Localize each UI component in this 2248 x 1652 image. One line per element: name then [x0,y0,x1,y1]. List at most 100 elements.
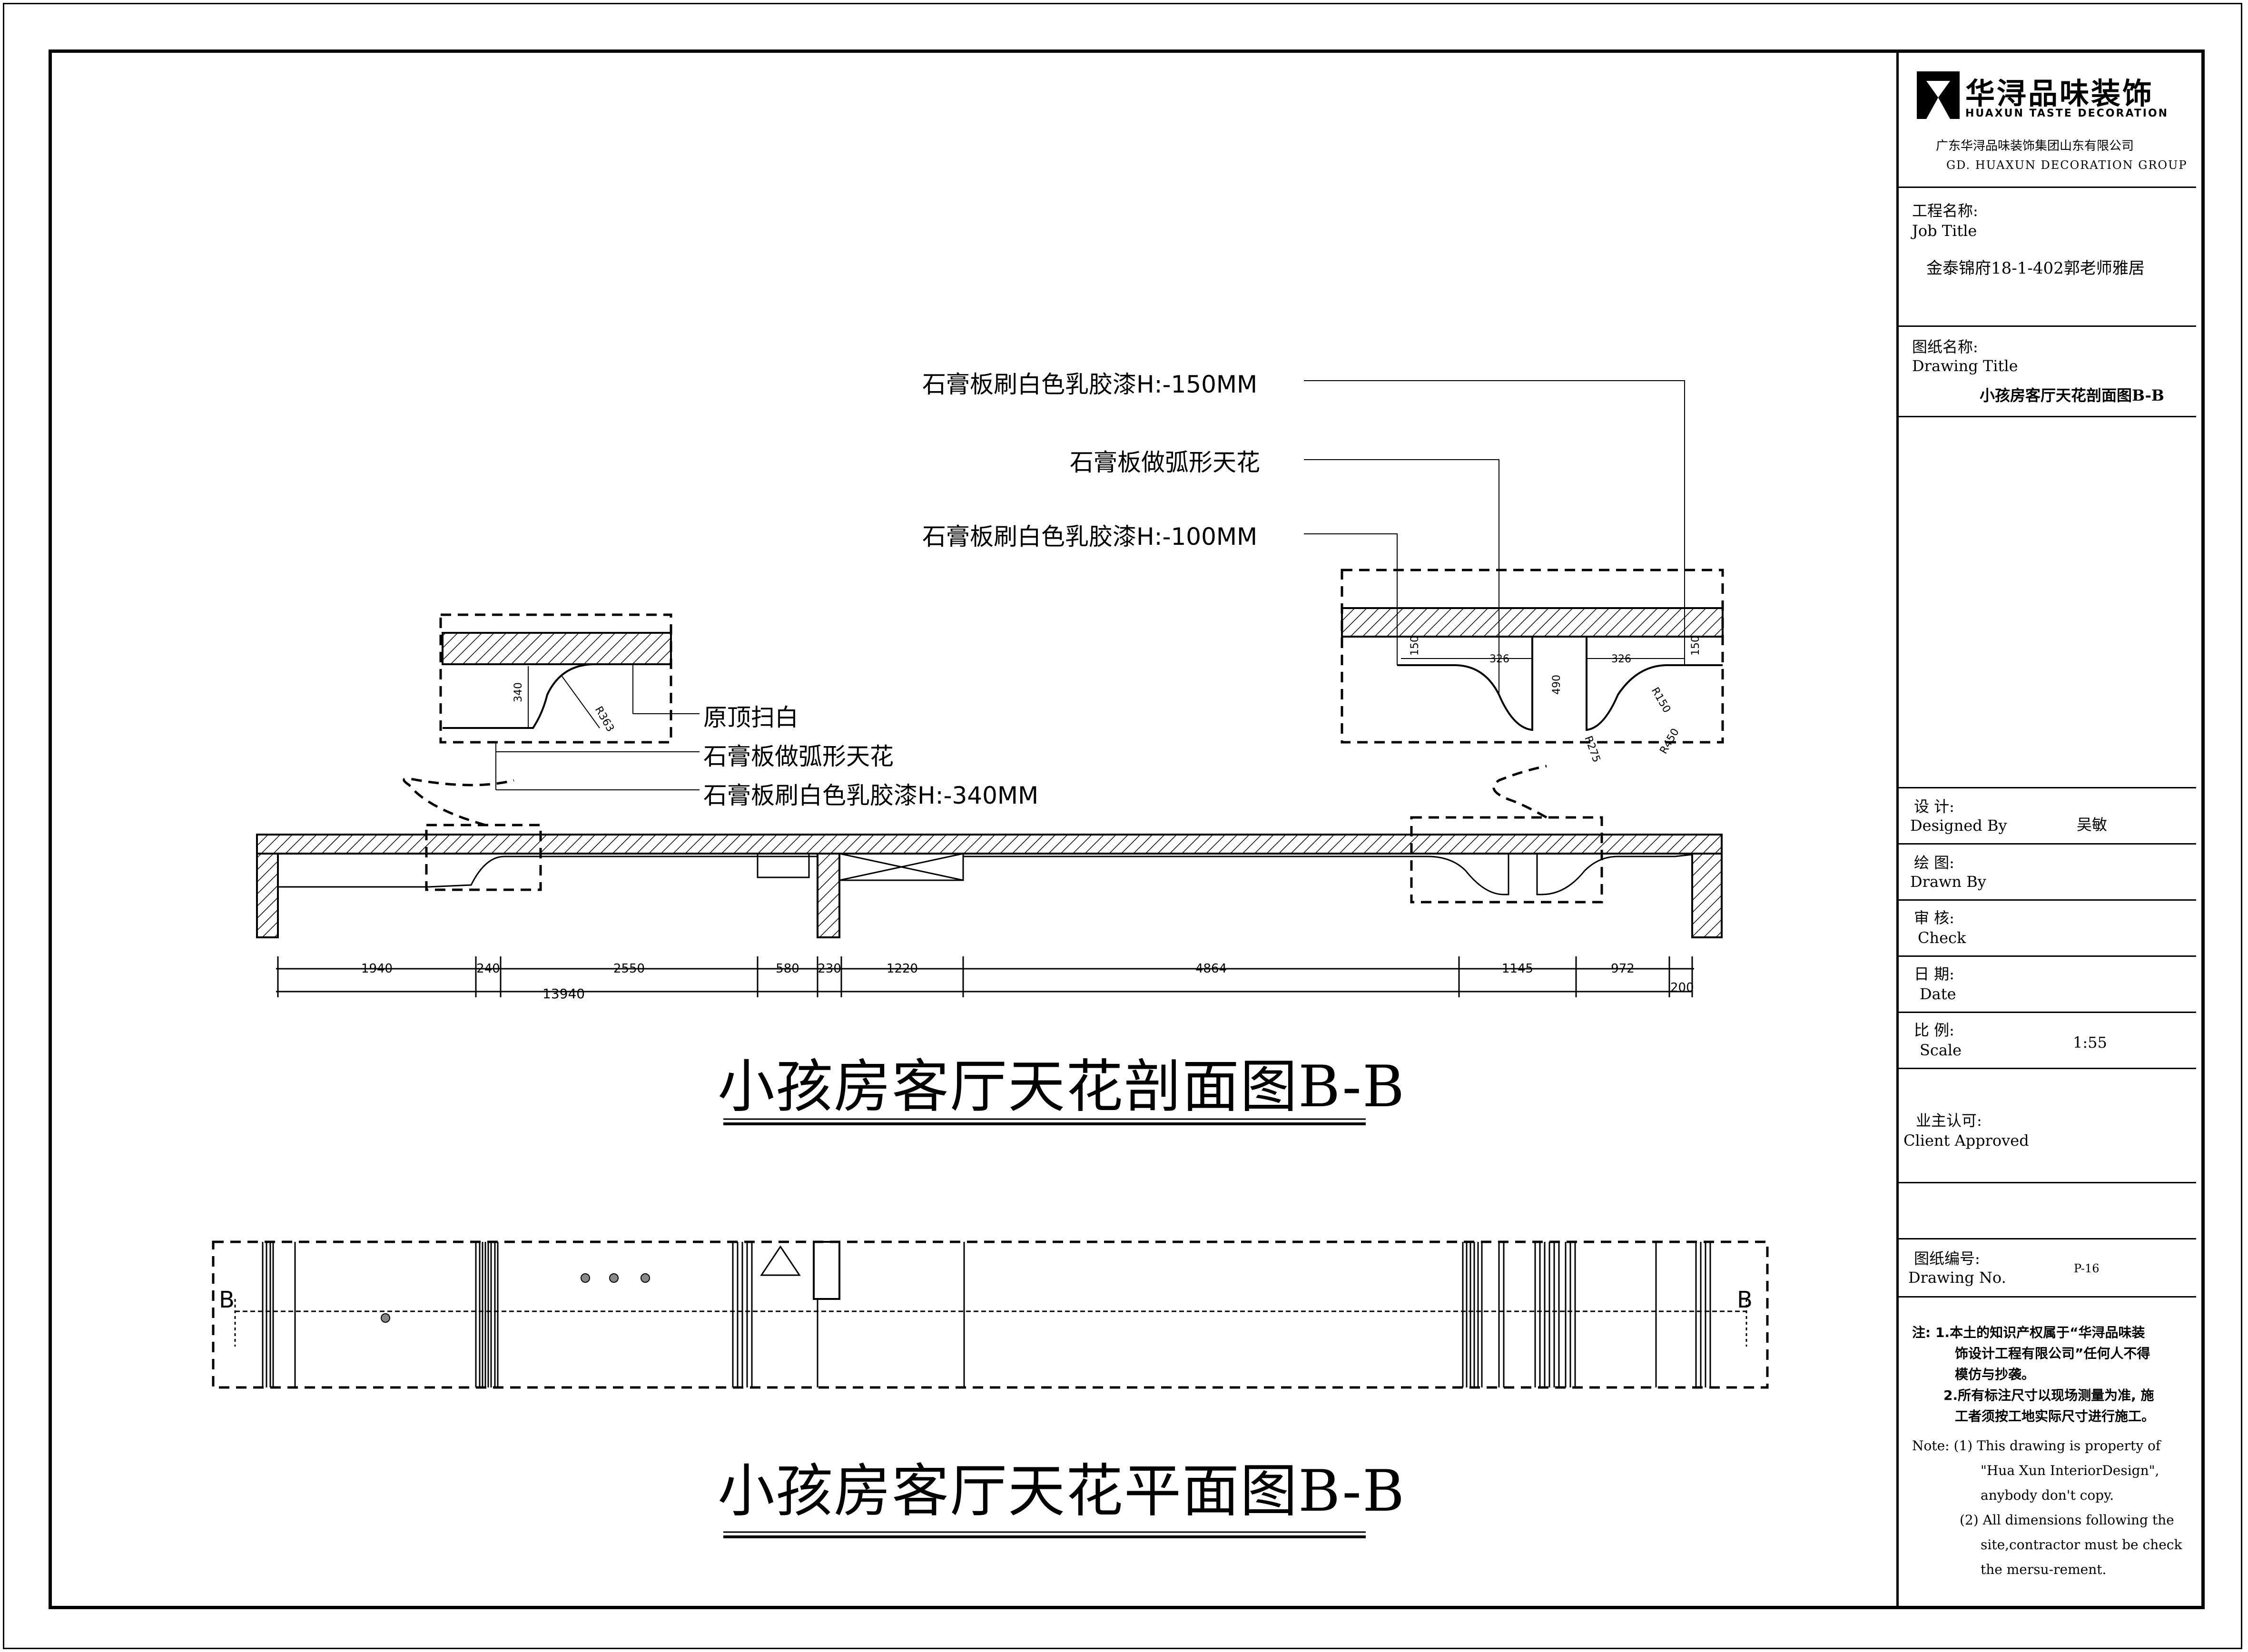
dim-right-r150: R150 [1649,686,1673,715]
drawing-title-value: 小孩房客厅天花剖面图B-B [1980,386,2164,404]
designed-value: 吴敏 [2077,816,2108,834]
tb-rule-4 [1898,787,2196,788]
dim-right-150b: 150 [1690,636,1702,656]
note-en-4: (2) All dimensions following the [1960,1512,2174,1528]
right-detail [1341,569,1724,744]
drawing-no-label-en: Drawing No. [1908,1268,2006,1287]
drawing-no-label-cn: 图纸编号: [1914,1249,1980,1268]
wall-right [1691,853,1723,938]
note-en-6: the mersu-rement. [1981,1562,2107,1577]
dim-segment-label: 1940 [361,962,393,976]
plan-marker-left: B [219,1287,235,1313]
tb-rule-7 [1898,955,2196,957]
callout-left-2: 石膏板做弧形天花 [703,743,894,770]
title-underlines [723,1118,1366,1538]
job-title-label-cn: 工程名称: [1912,202,1978,220]
ceiling-slab [256,834,1723,855]
client-label-en: Client Approved [1903,1131,2029,1150]
logo-mark-icon [1917,71,1960,119]
dim-segment-label: 1220 [887,962,918,976]
dim-right-r275: R275 [1582,735,1602,764]
window-box-cross [839,853,964,881]
plan-title: 小孩房客厅天花平面图B-B [718,1458,1406,1524]
tb-rule-6 [1898,899,2196,901]
section-title: 小孩房客厅天花剖面图B-B [718,1054,1406,1120]
dim-left-340: 340 [513,682,524,702]
date-label-cn: 日 期: [1914,965,1954,983]
right-ceiling-profile [963,854,1693,895]
tb-rule-10 [1898,1182,2196,1183]
tb-rule-12 [1898,1296,2196,1298]
left-ceiling-profile [278,856,818,888]
callout-left-3: 石膏板刷白色乳胶漆H:-340MM [703,782,1039,809]
drawing-title-label-cn: 图纸名称: [1912,338,1978,356]
logo-cn-name: 华浔品味装饰 [1965,76,2154,111]
note-en-1: Note: (1) This drawing is property of [1912,1438,2161,1454]
client-label-cn: 业主认可: [1916,1111,1982,1130]
note-cn-1: 注: 1.本土的知识产权属于“华浔品味装 [1912,1325,2145,1340]
scale-value: 1:55 [2073,1033,2107,1052]
tb-rule-9 [1898,1068,2196,1069]
check-label-en: Check [1918,929,1966,947]
dim-segment-label: 4864 [1195,962,1227,976]
beam-box [757,854,810,878]
wall-middle [817,853,840,938]
note-cn-4: 2.所有标注尺寸以现场测量为准, 施 [1943,1387,2154,1403]
scale-label-en: Scale [1920,1041,1962,1059]
dim-segment-label: 1145 [1502,962,1533,976]
section-callout-boxes [425,816,1603,904]
note-cn-2: 饰设计工程有限公司”任何人不得 [1955,1346,2150,1361]
dim-right-490: 490 [1551,675,1563,695]
drawn-label-en: Drawn By [1910,873,1986,891]
leader-clouds [403,765,1548,826]
tb-rule-1 [1898,187,2196,188]
tb-rule-8 [1898,1012,2196,1013]
tb-rule-2 [1898,325,2196,327]
note-en-3: anybody don't copy. [1981,1487,2114,1503]
job-title-label-en: Job Title [1912,222,1977,240]
drawing-canvas: 340 R363 150 326 490 326 150 R150 R275 R… [212,380,1769,1538]
callout-right-1: 石膏板刷白色乳胶漆H:-150MM [922,371,1258,398]
callout-right-2: 石膏板做弧形天花 [1070,449,1260,476]
date-label-en: Date [1920,985,1956,1003]
tb-rule-3 [1898,416,2196,417]
scale-label-cn: 比 例: [1914,1021,1954,1039]
dim-right-326b: 326 [1611,653,1631,665]
plan-dots [381,1273,650,1323]
job-title-value: 金泰锦府18-1-402郭老师雅居 [1926,259,2145,278]
section-structure [256,834,1723,938]
section-ceiling-lines [278,853,1693,895]
title-block-divider [1896,49,1899,1606]
left-detail [439,613,700,790]
dim-segment-label: 230 [818,962,841,976]
dim-left-r363: R363 [592,705,616,734]
drawing-title-label-en: Drawing Title [1912,357,2018,375]
callout-right-3: 石膏板刷白色乳胶漆H:-100MM [922,523,1258,551]
note-cn-5: 工者须按工地实际尺寸进行施工。 [1955,1408,2155,1424]
dim-segment-label: 240 [476,962,500,976]
wall-left [256,853,279,938]
drawing-frame [49,49,2205,1609]
tb-rule-11 [1898,1238,2196,1239]
right-leaders [1304,380,1685,695]
note-en-2: "Hua Xun InteriorDesign", [1981,1463,2159,1478]
drawn-label-cn: 绘 图: [1914,854,1954,872]
dim-right-r450: R450 [1658,727,1682,756]
note-en-5: site,contractor must be check [1981,1537,2182,1553]
company-cn: 广东华浔品味装饰集团山东有限公司 [1936,139,2134,153]
designed-label-cn: 设 计: [1914,797,1954,816]
dim-right-150a: 150 [1409,636,1421,656]
callout-left-1: 原顶扫白 [703,704,799,731]
dim-segment-label: 580 [776,962,799,976]
company-en: GD. HUAXUN DECORATION GROUP [1946,158,2188,172]
drawing-no-value: P-16 [2074,1262,2100,1275]
logo-en-name: HUAXUN TASTE DECORATION [1965,108,2169,119]
tb-rule-5 [1898,843,2196,845]
plan-marker-right: B [1737,1287,1753,1313]
check-label-cn: 审 核: [1914,909,1954,927]
outer-border [3,3,2242,1649]
dim-end: 200 [1670,981,1694,995]
dim-segment-label: 2550 [613,962,645,976]
window-box [838,853,964,881]
designed-label-en: Designed By [1910,816,2007,835]
